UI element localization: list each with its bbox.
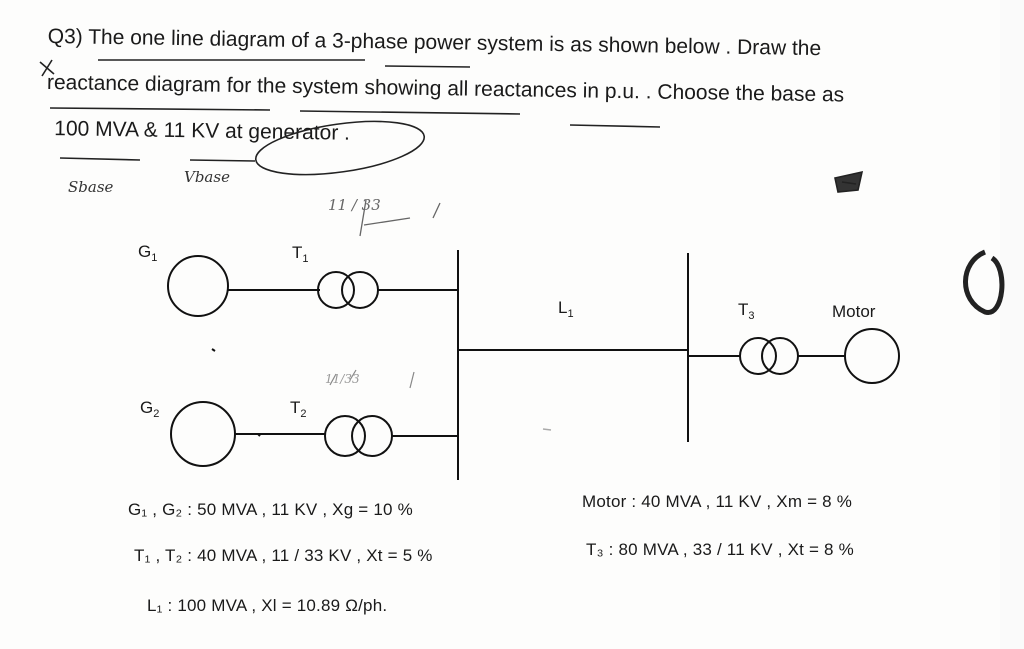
label-motor: Motor	[832, 302, 876, 321]
transformer-t1-primary	[317, 271, 355, 309]
question-annotations	[39, 59, 1005, 389]
transformer-t1-secondary	[341, 271, 379, 309]
circled-generator-annotation	[254, 120, 426, 176]
transformer-t2-secondary	[351, 415, 393, 457]
label-l1: L1	[558, 298, 574, 320]
label-g2: G2	[140, 398, 160, 420]
motor-symbol	[844, 328, 900, 384]
transformer-t3-primary	[739, 337, 777, 375]
spec-motor: Motor : 40 MVA , 11 KV , Xm = 8 %	[582, 492, 853, 511]
generator-g1-symbol	[167, 255, 229, 317]
spec-line-l1: L₁ : 100 MVA , Xl = 10.89 Ω/ph.	[147, 596, 388, 615]
transformer-t3-secondary	[761, 337, 799, 375]
spec-generators: G₁ , G₂ : 50 MVA , 11 KV , Xg = 10 %	[128, 500, 413, 519]
handwritten-vbase: Vbase	[184, 168, 230, 186]
label-g1: G1	[138, 242, 158, 264]
handwritten-sbase: Sbase	[68, 178, 114, 196]
page-edge	[1000, 0, 1024, 649]
label-t1: T1	[292, 243, 309, 265]
scribble-mark-icon	[834, 170, 864, 193]
label-t3: T3	[738, 300, 755, 322]
spec-transformer-t3: T₃ : 80 MVA , 33 / 11 KV , Xt = 8 %	[586, 540, 854, 559]
paper-sheet	[0, 0, 1000, 649]
spec-transformers-t1-t2: T₁ , T₂ : 40 MVA , 11 / 33 KV , Xt = 5 %	[134, 546, 433, 565]
handwritten-ratio: 11 / 33	[328, 196, 381, 214]
transformer-t2-primary	[324, 415, 366, 457]
punch-hole-mark	[963, 249, 1005, 315]
label-t2: T2	[290, 398, 307, 420]
generator-g2-symbol	[170, 401, 236, 467]
handwritten-ratio-2: 11/33	[325, 372, 360, 386]
cross-mark-icon	[39, 59, 55, 77]
